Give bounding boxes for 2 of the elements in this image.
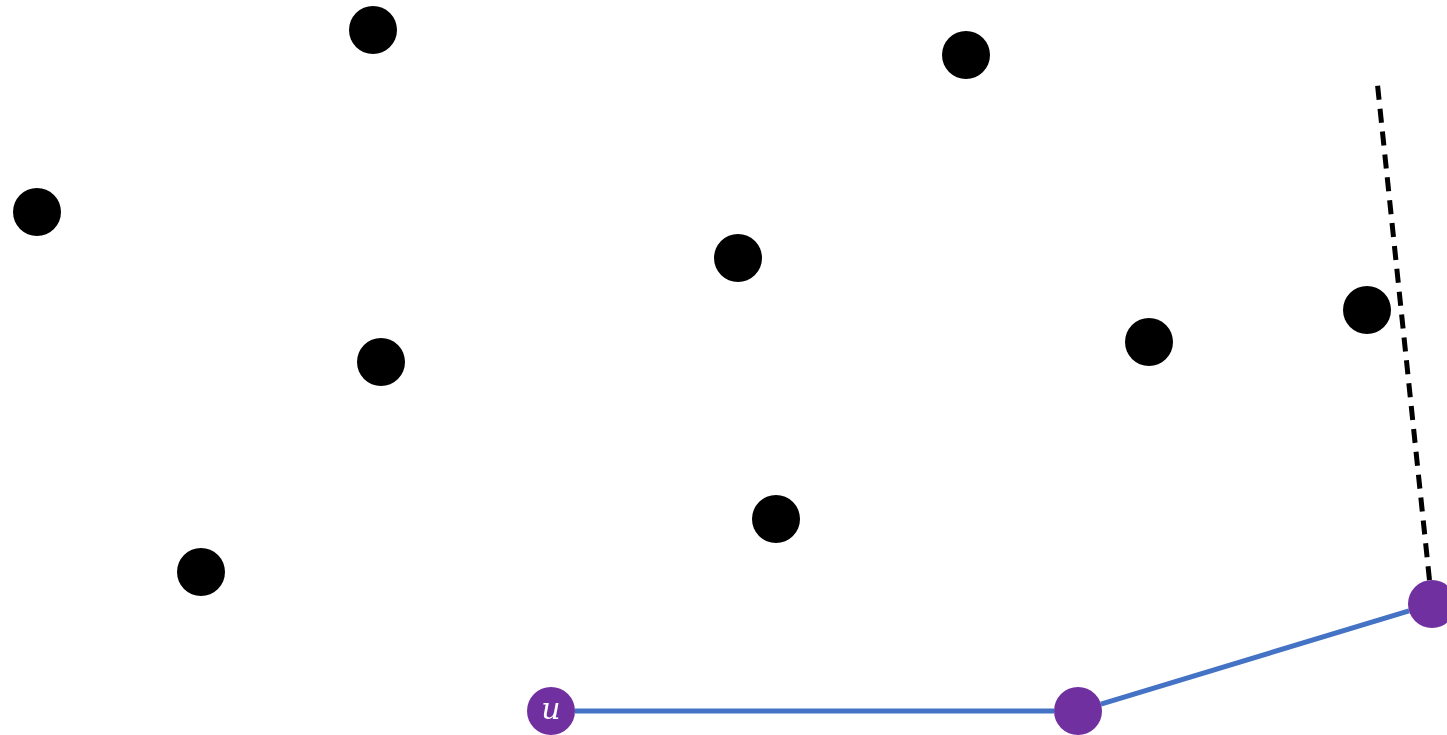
connector-line bbox=[575, 708, 1054, 714]
connector-line bbox=[1100, 608, 1410, 707]
